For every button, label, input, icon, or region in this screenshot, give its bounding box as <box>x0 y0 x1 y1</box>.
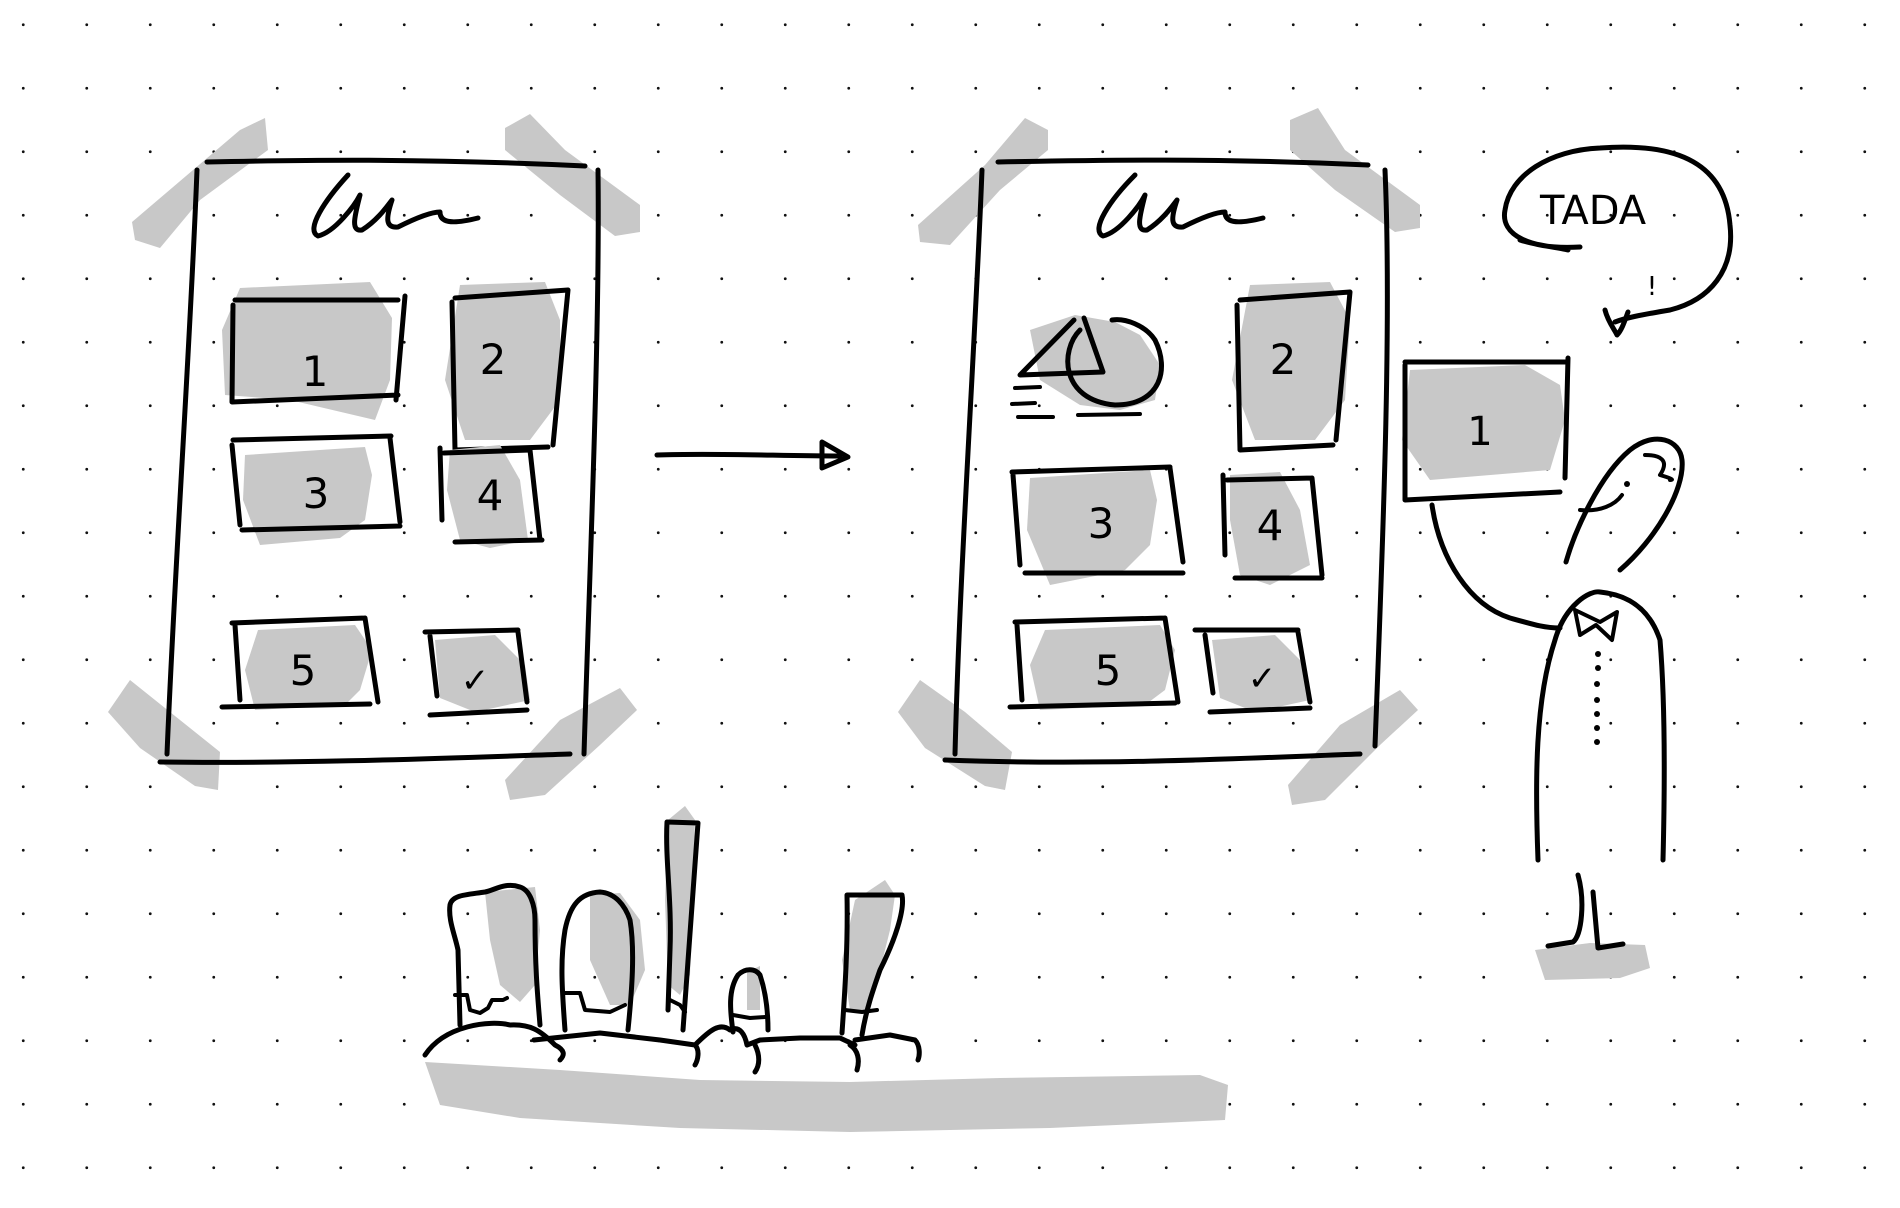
tape-bottom-right <box>1288 690 1418 805</box>
poster-frame-right <box>1372 167 1390 749</box>
panel-check-label: ✓ <box>1248 659 1277 699</box>
panel-2: 2 <box>445 282 571 453</box>
panel-check-label: ✓ <box>461 661 490 701</box>
tape-bottom-left <box>108 680 220 790</box>
audience-member-2 <box>559 889 645 1033</box>
tape-top-right <box>1290 108 1420 232</box>
speech-bubble-text: TADA <box>1539 188 1647 234</box>
floor-shadow <box>1535 943 1650 980</box>
panel-3-label: 3 <box>1088 499 1115 548</box>
audience-member-4 <box>728 966 771 1035</box>
poster-frame-left <box>164 167 200 757</box>
speech-bubble-punct: ! <box>1647 272 1657 302</box>
transition-arrow-icon <box>654 439 851 471</box>
panel-1-label: 1 <box>302 347 329 396</box>
panel-3: 3 <box>1009 464 1186 585</box>
panel-2-label: 2 <box>1270 335 1297 384</box>
presenter-arm <box>1429 502 1563 631</box>
panel-3-label: 3 <box>303 469 330 518</box>
tape-top-right <box>505 114 640 236</box>
panel-2: 2 <box>1232 282 1353 453</box>
held-card: 1 <box>1402 355 1571 503</box>
panel-5-label: 5 <box>1095 646 1122 695</box>
poster-frame-left <box>952 167 985 757</box>
presenter: TADA ! 1 <box>1402 144 1734 980</box>
panel-chart <box>1010 315 1164 419</box>
presenter-smile <box>1578 493 1624 513</box>
panel-3: 3 <box>229 433 403 545</box>
panel-5-label: 5 <box>290 646 317 695</box>
tape-bottom-right <box>505 688 637 800</box>
presenter-buttons <box>1594 651 1601 745</box>
poster-frame-bottom <box>157 751 573 765</box>
panel-check: ✓ <box>1192 627 1313 715</box>
presenter-leg-left <box>1545 872 1585 949</box>
speech-bubble: TADA ! <box>1502 144 1734 338</box>
audience-member-3 <box>664 806 701 1033</box>
panel-4: 4 <box>437 445 545 548</box>
presenter-ear <box>1643 453 1674 482</box>
audience-member-5 <box>839 880 906 1038</box>
presenter-eye <box>1624 481 1630 487</box>
poster-frame-top <box>995 157 1371 168</box>
held-card-label: 1 <box>1467 409 1492 455</box>
audience-member-1 <box>447 882 543 1028</box>
presenter-body <box>1534 589 1667 863</box>
poster-frame-bottom <box>942 751 1363 765</box>
title-scribble <box>311 172 481 239</box>
audience-shadow <box>425 1062 1228 1132</box>
title-scribble <box>1096 172 1266 239</box>
panel-2-label: 2 <box>480 335 507 384</box>
poster-frame-top <box>204 157 588 169</box>
panel-4: 4 <box>1220 472 1325 585</box>
bow-tie-icon <box>1573 608 1619 642</box>
audience <box>422 806 1228 1132</box>
panel-5: 5 <box>1007 615 1181 710</box>
presenter-leg-right <box>1590 889 1626 951</box>
panel-check: ✓ <box>422 627 530 718</box>
poster-frame-right <box>581 167 601 757</box>
poster-after: 2 3 4 5 ✓ <box>898 108 1420 805</box>
panel-4-label: 4 <box>477 471 504 520</box>
presenter-head <box>1563 436 1685 573</box>
panel-5: 5 <box>219 615 381 710</box>
panel-1: 1 <box>222 282 408 420</box>
tape-top-left <box>132 118 268 248</box>
poster-before: 1 2 3 4 5 ✓ <box>108 114 640 800</box>
panel-4-label: 4 <box>1257 501 1284 550</box>
pie-chart-icon <box>1010 315 1164 419</box>
